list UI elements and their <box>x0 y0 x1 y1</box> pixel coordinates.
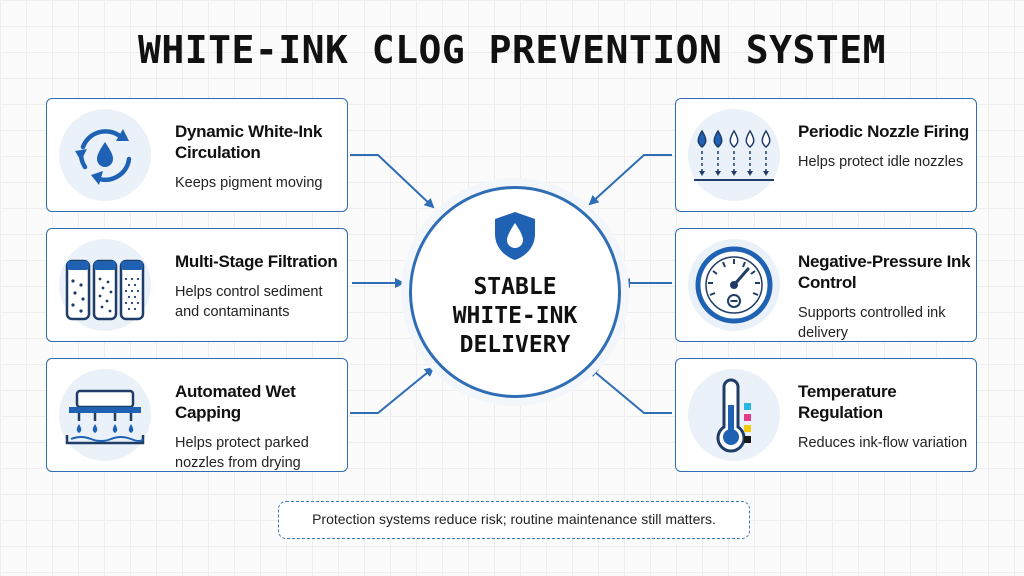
arrow-right-top <box>588 154 672 206</box>
card-title: Temperature Regulation <box>798 382 897 422</box>
thermometer-icon <box>716 378 751 453</box>
filter-cartridges-icon <box>65 259 145 321</box>
card-negative-pressure: Negative-Pressure Ink Control Supports c… <box>675 228 977 342</box>
card-description: Helps control sediment and contaminants <box>175 284 323 320</box>
card-description: Keeps pigment moving <box>175 175 323 191</box>
card-title: Multi-Stage Filtration <box>175 252 338 271</box>
card-description: Helps protect idle nozzles <box>798 154 964 170</box>
nozzle-firing-icon <box>694 129 774 181</box>
center-hub: STABLE WHITE-INK DELIVERY <box>409 186 621 398</box>
arrow-left-bottom <box>350 366 435 414</box>
card-title: Negative-Pressure Ink Control <box>798 252 971 292</box>
pressure-gauge-icon <box>695 246 773 324</box>
card-circulation: Dynamic White-Ink Circulation Keeps pigm… <box>46 98 348 212</box>
card-description: Supports controlled ink delivery <box>798 305 946 341</box>
arrow-right-bottom <box>588 366 672 414</box>
center-label: STABLE WHITE-INK DELIVERY <box>412 273 618 360</box>
arrow-left-top <box>350 154 435 209</box>
center-line: WHITE-INK <box>452 303 578 329</box>
card-nozzle-firing: Periodic Nozzle Firing Helps protect idl… <box>675 98 977 212</box>
center-line: DELIVERY <box>459 332 571 358</box>
card-title: Automated Wet Capping <box>175 382 296 422</box>
center-line: STABLE <box>473 274 557 300</box>
page-title: WHITE-INK CLOG PREVENTION SYSTEM <box>137 28 887 72</box>
wet-capping-icon <box>65 389 145 445</box>
card-description: Helps protect parked nozzles from drying <box>175 435 309 471</box>
card-title: Dynamic White-Ink Circulation <box>175 122 322 162</box>
card-wet-capping: Automated Wet Capping Helps protect park… <box>46 358 348 472</box>
shield-drop-icon <box>495 212 535 260</box>
footer-note: Protection systems reduce risk; routine … <box>278 501 750 539</box>
circulation-icon <box>75 129 132 185</box>
card-description: Reduces ink-flow variation <box>798 435 968 451</box>
card-temperature: Temperature Regulation Reduces ink-flow … <box>675 358 977 472</box>
card-title: Periodic Nozzle Firing <box>798 122 969 141</box>
card-filtration: Multi-Stage Filtration Helps control sed… <box>46 228 348 342</box>
